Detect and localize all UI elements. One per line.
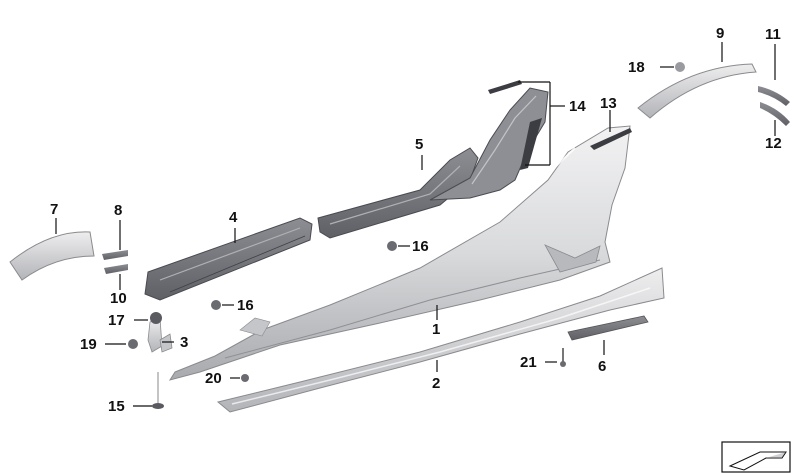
screw-21-head [560,361,566,367]
reinforcement-left [144,217,313,301]
nut-18 [675,62,685,72]
part-number-13[interactable]: 13 [600,95,617,112]
seal-strip-upper [102,250,128,260]
screw-16-upper [387,241,397,251]
seal-strip-11 [758,86,790,106]
seal-strip-12 [760,102,790,126]
leader-lines [55,42,776,407]
seal-strip-lower [104,264,128,274]
part-number-21[interactable]: 21 [520,354,537,371]
side-skirt-cover [216,267,665,413]
part-number-2[interactable]: 2 [432,375,440,392]
part-number-14[interactable]: 14 [569,98,586,115]
part-number-19[interactable]: 19 [80,336,97,353]
nut-19 [128,339,138,349]
catalog-corner-icon[interactable] [721,441,791,473]
wheel-arch-extension-left [9,231,95,281]
edge-trim [590,128,632,150]
part-number-6[interactable]: 6 [598,358,606,375]
part-number-17[interactable]: 17 [108,312,125,329]
part-number-7[interactable]: 7 [50,201,58,218]
part-number-8[interactable]: 8 [114,202,122,219]
part-number-16-lower[interactable]: 16 [237,297,254,314]
part-number-5[interactable]: 5 [415,136,423,153]
clip-17 [150,312,162,324]
part-number-12[interactable]: 12 [765,135,782,152]
wheel-arch-right [637,63,757,119]
part-number-20[interactable]: 20 [205,370,222,387]
screw-16-lower [211,300,221,310]
reinforcement-right [317,147,479,239]
screw-20 [241,374,249,382]
part-number-11[interactable]: 11 [765,26,781,43]
part-number-10[interactable]: 10 [110,290,127,307]
trim-strip [567,315,649,341]
plug-15 [152,403,164,409]
part-number-9[interactable]: 9 [716,25,724,42]
part-number-1[interactable]: 1 [432,321,440,338]
part-number-16-upper[interactable]: 16 [412,238,429,255]
part-number-3[interactable]: 3 [180,334,188,351]
part-number-4[interactable]: 4 [229,209,238,226]
bracket [147,317,173,353]
pillar-cover [429,80,549,201]
part-number-15[interactable]: 15 [108,398,125,415]
side-sill-panel [168,125,631,381]
part-number-18[interactable]: 18 [628,59,645,76]
